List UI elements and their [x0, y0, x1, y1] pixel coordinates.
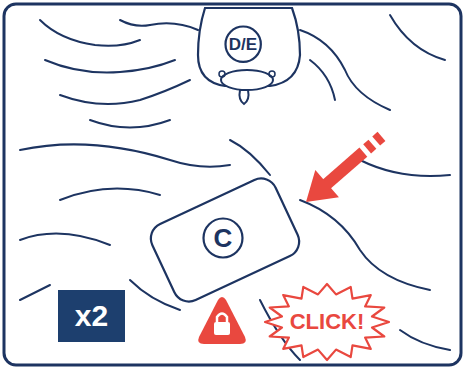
push-arrow	[294, 123, 393, 216]
node-text: D/E	[229, 36, 257, 53]
frame	[4, 4, 461, 365]
count-box: x2	[58, 290, 125, 342]
click-burst: CLICK!	[263, 282, 391, 362]
label-circle: C	[202, 217, 244, 259]
node-text: CLICK!	[290, 311, 365, 333]
device-nozzle	[221, 70, 273, 90]
device-hole	[269, 71, 275, 77]
node-text: x2	[75, 301, 108, 331]
lower-device	[146, 173, 305, 307]
label-circle: D/E	[224, 25, 262, 63]
node-text: C	[214, 225, 233, 251]
lock-warning	[198, 297, 246, 344]
device-hole	[219, 71, 225, 77]
drop	[240, 90, 249, 104]
